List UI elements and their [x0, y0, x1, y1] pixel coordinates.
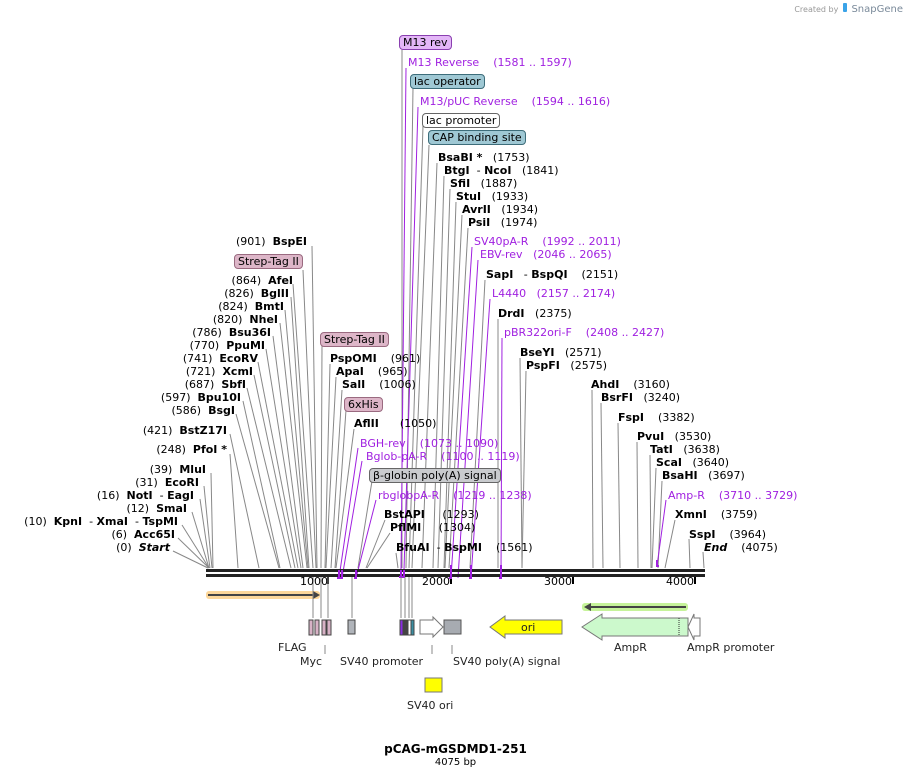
feature-strep-tag-left[interactable]: Strep-Tag II [234, 254, 303, 269]
feature-6xhis[interactable]: 6xHis [344, 397, 383, 412]
primer-leaders [338, 67, 667, 579]
ruler-tick-4000: 4000 [666, 575, 694, 588]
site-label[interactable]: (864) AfeI [231, 274, 293, 287]
snapgene-logo-icon [842, 3, 847, 12]
feature-label-flag[interactable]: FLAG [278, 641, 307, 654]
feature-leaders [312, 577, 453, 654]
site-label[interactable]: (248) PfoI * [156, 443, 227, 456]
end-label[interactable]: End (4075) [704, 541, 778, 554]
site-label[interactable]: PvuI (3530) [637, 430, 712, 443]
site-label[interactable]: SapI - BspQI (2151) [486, 268, 619, 281]
left-site-leaders [172, 245, 318, 569]
feature-label-ampr[interactable]: AmpR [614, 641, 647, 654]
feature-label-ampr-promoter[interactable]: AmpR promoter [687, 641, 775, 654]
feature-lac-operator[interactable]: lac operator [410, 74, 485, 89]
primer-label[interactable]: M13 Reverse (1581 .. 1597) [408, 56, 572, 69]
feature-label-myc[interactable]: Myc [300, 655, 323, 668]
site-label[interactable]: SalI (1006) [342, 378, 416, 391]
site-label[interactable]: ScaI (3640) [656, 456, 730, 469]
site-label[interactable]: PspFI (2575) [526, 359, 607, 372]
ampr-promoter-arrow [687, 613, 701, 641]
site-label[interactable]: (31) EcoRI [135, 476, 199, 489]
feature-m13-rev[interactable]: M13 rev [399, 35, 452, 50]
site-label[interactable]: (786) Bsu36I [192, 326, 271, 339]
site-label[interactable]: BstAPI (1293) [384, 508, 479, 521]
feature-label-sv40-promoter[interactable]: SV40 promoter [340, 655, 424, 668]
site-label[interactable]: (770) PpuMI [189, 339, 265, 352]
site-label[interactable]: ApaI (965) [336, 365, 408, 378]
site-label[interactable]: BsaBI * (1753) [438, 151, 530, 164]
site-label[interactable]: XmnI (3759) [675, 508, 758, 521]
primer-label[interactable]: BGH-rev (1073 .. 1090) [360, 437, 499, 450]
feature-cap-binding-site[interactable]: CAP binding site [428, 130, 526, 145]
ampr-arrow [581, 613, 689, 641]
site-label[interactable]: PflMI (1304) [390, 521, 476, 534]
ruler-ticks [327, 577, 696, 584]
feature-label-sv40-polya[interactable]: SV40 poly(A) signal [453, 655, 561, 668]
backbone-bottom-strand [206, 574, 705, 577]
primer-label[interactable]: M13/pUC Reverse (1594 .. 1616) [420, 95, 611, 108]
site-label[interactable]: BsrFI (3240) [601, 391, 681, 404]
credit-brand: SnapGene [851, 4, 903, 15]
site-label[interactable]: (10) KpnI - XmaI - TspMI [24, 515, 178, 528]
site-label[interactable]: FspI (3382) [618, 411, 695, 424]
sv40-polya-box [443, 619, 462, 635]
primer-label[interactable]: SV40pA-R (1992 .. 2011) [474, 235, 621, 248]
site-label[interactable]: (6) Acc65I [111, 528, 175, 541]
feature-strep-tag-mid[interactable]: Strep-Tag II [320, 332, 389, 347]
sv40-ori-box [424, 677, 443, 693]
site-label[interactable]: (16) NotI - EagI [96, 489, 194, 502]
site-label[interactable]: (820) NheI [212, 313, 278, 326]
site-label[interactable]: AhdI (3160) [591, 378, 670, 391]
site-label[interactable]: (741) EcoRV [182, 352, 258, 365]
ori-arrow [489, 615, 563, 639]
site-label[interactable]: (421) BstZ17I [142, 424, 227, 437]
site-label[interactable]: BseYI (2571) [520, 346, 602, 359]
feature-label-ori[interactable]: ori [521, 621, 536, 634]
sv40-promoter-arrow [419, 615, 444, 639]
snapgene-credit: Created by SnapGene [794, 3, 903, 15]
site-label[interactable]: (597) Bpu10I [160, 391, 241, 404]
start-label[interactable]: (0) Start [116, 541, 170, 554]
site-label[interactable]: PspOMI (961) [330, 352, 421, 365]
credit-prefix: Created by [794, 5, 839, 14]
feature-lac-promoter[interactable]: lac promoter [422, 113, 501, 128]
site-label[interactable]: (39) MluI [149, 463, 206, 476]
map-title: pCAG-mGSDMD1-251 [384, 742, 527, 756]
primer-label[interactable]: Amp-R (3710 .. 3729) [668, 489, 798, 502]
site-label[interactable]: (824) BmtI [218, 300, 284, 313]
site-label[interactable]: TatI (3638) [650, 443, 720, 456]
site-label[interactable]: (586) BsgI [171, 404, 236, 417]
site-label[interactable]: (826) BglII [224, 287, 289, 300]
site-label[interactable]: (12) SmaI [126, 502, 188, 515]
orf-arrow-forward [206, 591, 320, 599]
feature-bglobin-polya[interactable]: β-globin poly(A) signal [369, 468, 501, 483]
site-label[interactable]: AvrII (1934) [462, 203, 538, 216]
site-label[interactable]: PsiI (1974) [468, 216, 538, 229]
primer-label[interactable]: pBR322ori-F (2408 .. 2427) [504, 326, 665, 339]
backbone-top-strand [206, 569, 705, 572]
primer-label[interactable]: EBV-rev (2046 .. 2065) [480, 248, 612, 261]
site-label[interactable]: BtgI - NcoI (1841) [444, 164, 559, 177]
orf-arrow-reverse [582, 603, 688, 611]
primer-label[interactable]: L4440 (2157 .. 2174) [492, 287, 616, 300]
map-length: 4075 bp [434, 757, 477, 768]
site-label[interactable]: BfuAI - BspMI (1561) [396, 541, 533, 554]
site-label[interactable]: (901) BspEI [235, 235, 307, 248]
primer-label[interactable]: Bglob-pA-R (1100 .. 1119) [366, 450, 520, 463]
site-label[interactable]: StuI (1933) [456, 190, 529, 203]
tag-features [308, 619, 415, 636]
site-label[interactable]: BsaHI (3697) [662, 469, 745, 482]
primer-label[interactable]: rbglobpA-R (1219 .. 1238) [378, 489, 532, 502]
ruler-tick-1000: 1000 [300, 575, 328, 588]
site-label[interactable]: (721) XcmI [185, 365, 253, 378]
site-label[interactable]: DrdI (2375) [498, 307, 572, 320]
feature-label-sv40-ori[interactable]: SV40 ori [407, 699, 454, 712]
ruler-tick-3000: 3000 [544, 575, 572, 588]
site-label[interactable]: SspI (3964) [689, 528, 767, 541]
site-label[interactable]: (687) SbfI [184, 378, 246, 391]
site-label[interactable]: AflII (1050) [354, 417, 437, 430]
ruler-tick-2000: 2000 [422, 575, 450, 588]
site-label[interactable]: SfiI (1887) [450, 177, 518, 190]
